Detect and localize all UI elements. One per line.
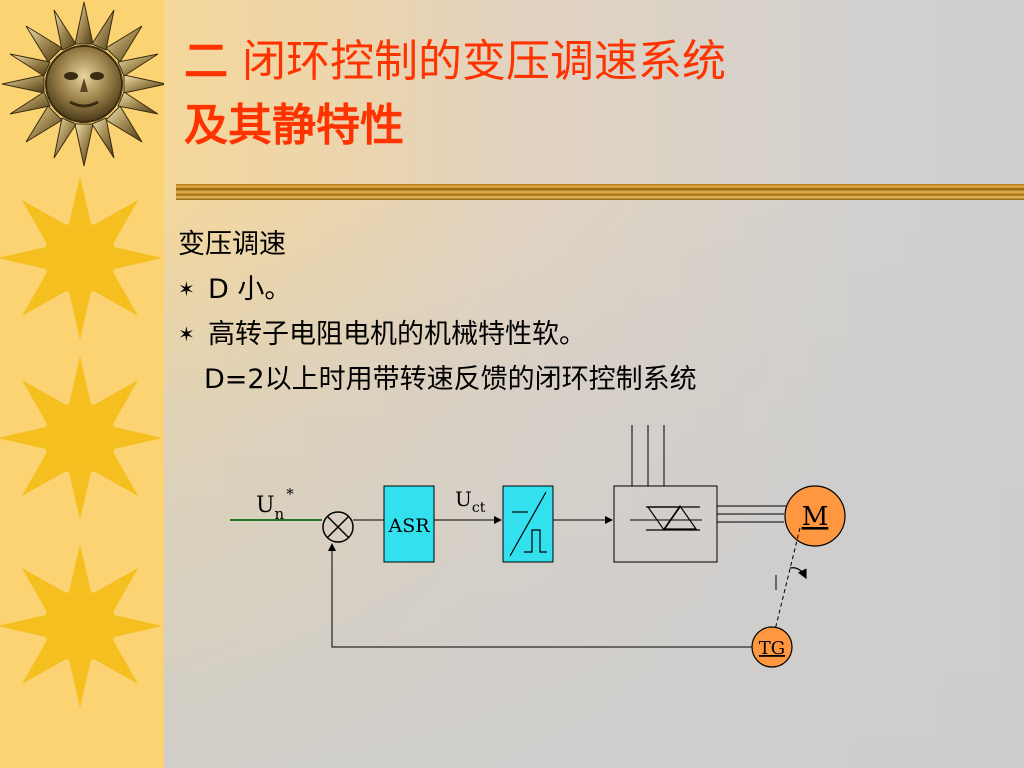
- trigger-block: [502, 485, 554, 563]
- three-phase-supply: [631, 425, 665, 486]
- title-number: 二: [184, 36, 228, 87]
- input-label: Un*: [256, 485, 294, 523]
- sun-face-icon: [1, 1, 164, 167]
- slide-title: 二闭环控制的变压调速系统 及其静特性: [184, 30, 726, 158]
- sun-decorations: [0, 1, 164, 708]
- tach-label: TG: [759, 638, 785, 659]
- bullet-text: 高转子电阻电机的机械特性软。: [208, 319, 586, 350]
- motor-label: M: [802, 502, 829, 532]
- asr-label: ASR: [387, 515, 430, 537]
- shaft-coupling: [774, 527, 801, 631]
- star-bullet-icon: ✶: [178, 322, 195, 346]
- bullet-text: D 小。: [208, 274, 292, 305]
- sun-icon: [0, 544, 162, 708]
- slide-content: 变压调速 ✶ D 小。 ✶ 高转子电阻电机的机械特性软。 D=2以上时用带转速反馈的…: [178, 222, 697, 402]
- content-note: D=2以上时用带转速反馈的闭环控制系统: [204, 364, 697, 395]
- content-heading: 变压调速: [178, 229, 286, 260]
- sun-icon: [0, 176, 162, 340]
- motor-supply-lines: [717, 505, 786, 523]
- feedback-line: [328, 543, 752, 648]
- asr-block: [383, 485, 435, 563]
- title-line-2: 及其静特性: [184, 100, 404, 151]
- title-divider: [176, 184, 1024, 200]
- rotation-arrow-icon: [789, 567, 807, 580]
- star-bullet-icon: ✶: [178, 277, 195, 301]
- title-text-1: 闭环控制的变压调速系统: [242, 36, 726, 87]
- motor-circle: [784, 485, 846, 547]
- thyristor-block: [613, 485, 718, 563]
- summing-junction: [322, 511, 354, 543]
- sidebar-decoration: [0, 0, 164, 768]
- bullet-item: ✶ 高转子电阻电机的机械特性软。: [178, 312, 697, 357]
- title-line-1: 二闭环控制的变压调速系统: [184, 30, 726, 94]
- uct-label: Uct: [455, 487, 486, 516]
- sun-icon: [0, 356, 162, 520]
- bullet-item: ✶ D 小。: [178, 267, 697, 312]
